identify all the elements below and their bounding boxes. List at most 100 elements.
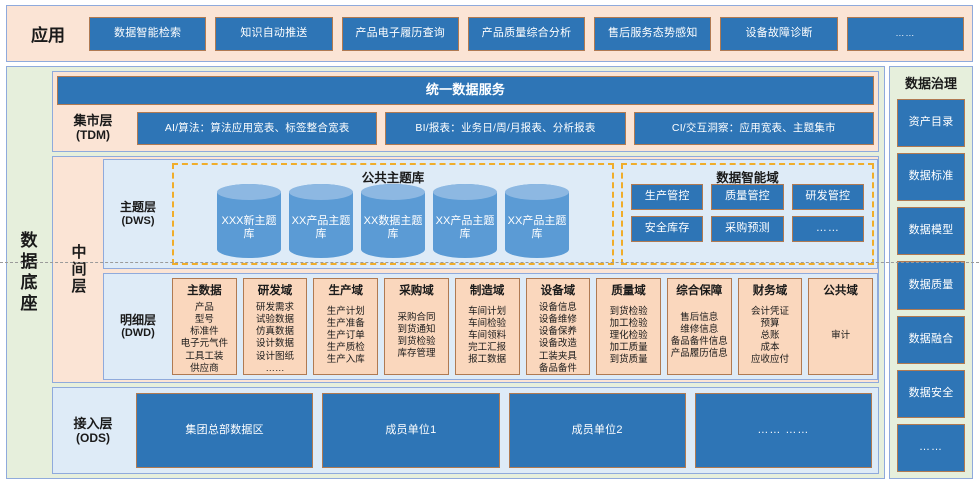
dwd-domain-title: 生产域 xyxy=(328,285,364,297)
dwd-domain-item: 生产质检 xyxy=(326,342,365,354)
dwd-domain-item: 成本 xyxy=(760,342,780,354)
dwd-domain-item: 预算 xyxy=(760,317,780,329)
app-button-2[interactable]: 产品电子履历查询 xyxy=(341,16,459,51)
data-base-body: 统一数据服务 集市层 (TDM) AI/算法：算法应用宽表、标签整合宽表 BI/… xyxy=(47,67,884,478)
intel-item-4[interactable]: 采购预测 xyxy=(711,216,784,242)
dwd-domain-item-list: 车间计划车间检验车间领料完工汇报报工数据 xyxy=(468,302,506,370)
dwd-domain-column[interactable]: 采购域采购合同到货通知到货检验库存管理 xyxy=(384,278,449,375)
dwd-layer-label: 明细层 (DWD) xyxy=(104,274,172,379)
ods-layer-block: 接入层 (ODS) 集团总部数据区 成员单位1 成员单位2 …… …… xyxy=(52,387,879,474)
subject-db-cylinder-2[interactable]: XX数据主题库 xyxy=(361,184,425,258)
intel-item-2[interactable]: 研发管控 xyxy=(791,184,864,210)
ods-layer-label: 接入层 (ODS) xyxy=(59,416,127,446)
dwd-domain-title: 主数据 xyxy=(187,285,222,297)
subject-database-row: XXX新主题库 XX产品主题库 XX数据主题库 XX产品主题库 XX产品主题库 xyxy=(174,184,612,258)
governance-item-data-security[interactable]: 数据安全 xyxy=(897,369,965,418)
dwd-domain-column[interactable]: 制造域车间计划车间检验车间领料完工汇报报工数据 xyxy=(454,278,520,375)
dwd-domain-item: 产品 xyxy=(194,302,214,313)
app-button-more[interactable]: …… xyxy=(846,16,964,51)
subject-db-cylinder-1[interactable]: XX产品主题库 xyxy=(289,184,353,258)
app-button-0[interactable]: 数据智能检索 xyxy=(89,16,207,51)
dwd-layer-label-en: (DWD) xyxy=(121,327,155,340)
tdm-layer-label: 集市层 (TDM) xyxy=(57,113,129,143)
dwd-domain-item-list: 采购合同到货通知到货检验库存管理 xyxy=(397,302,435,370)
ods-source-1[interactable]: 成员单位1 xyxy=(322,393,500,468)
data-intelligence-grid: 生产管控 质量管控 研发管控 安全库存 采购预测 …… xyxy=(623,184,872,242)
dwd-domain-item: 车间计划 xyxy=(468,305,507,317)
dwd-domain-item: …… xyxy=(265,362,285,374)
dwd-layer-label-cn: 明细层 xyxy=(119,312,156,327)
intel-item-3[interactable]: 安全库存 xyxy=(631,216,704,242)
data-intelligence-zone: 数据智能域 生产管控 质量管控 研发管控 安全库存 采购预测 …… xyxy=(621,163,874,265)
governance-item-asset-catalog[interactable]: 资产目录 xyxy=(897,99,965,148)
dwd-domain-item: 备品备件信息 xyxy=(670,336,728,347)
dwd-domain-item: 到货检验 xyxy=(397,336,436,347)
dwd-domain-item: 采购合同 xyxy=(397,311,436,323)
dws-layer-panel: 主题层 (DWS) 公共主题库 XXX新主题库 XX产品主题库 XX数据主题库 xyxy=(103,159,878,269)
app-button-4[interactable]: 售后服务态势感知 xyxy=(594,16,712,51)
dws-layer-label: 主题层 (DWS) xyxy=(104,160,172,268)
dwd-layer-panel: 明细层 (DWD) 主数据产品型号标准件电子元气件工具工装供应商 研发域研发需求试… xyxy=(103,273,878,380)
dwd-domain-column[interactable]: 质量域到货检验加工检验理化检验加工质量到货质量 xyxy=(596,278,661,375)
dwd-domain-item: 生产订单 xyxy=(326,329,365,341)
dwd-domain-item-list: 审计 xyxy=(831,302,850,370)
subject-db-cylinder-0[interactable]: XXX新主题库 xyxy=(217,184,281,258)
subject-db-label-1: XX产品主题库 xyxy=(291,214,351,240)
dwd-domain-item: 生产准备 xyxy=(326,317,365,329)
dwd-domain-item: 会计凭证 xyxy=(750,305,789,317)
intel-item-0[interactable]: 生产管控 xyxy=(631,184,704,210)
governance-item-data-standard[interactable]: 数据标准 xyxy=(897,153,965,202)
dwd-domain-column[interactable]: 公共域审计 xyxy=(808,278,874,375)
dwd-domain-item: 加工检验 xyxy=(609,317,648,329)
dwd-domain-item: 生产入库 xyxy=(326,354,365,366)
dwd-domain-item: 售后信息 xyxy=(680,311,719,323)
dwd-domain-title: 财务域 xyxy=(752,285,788,297)
dwd-domain-item-list: 设备信息设备维修设备保养设备改造工装夹具备品备件 xyxy=(539,302,577,375)
dwd-domain-item: 生产计划 xyxy=(326,305,365,317)
dwd-domain-item-list: 产品型号标准件电子元气件工具工装供应商 xyxy=(181,302,229,375)
tdm-item-bi[interactable]: BI/报表：业务日/周/月报表、分析报表 xyxy=(385,112,626,145)
governance-item-more[interactable]: …… xyxy=(897,423,965,472)
tdm-item-ai[interactable]: AI/算法：算法应用宽表、标签整合宽表 xyxy=(137,112,378,145)
dwd-domain-title: 研发域 xyxy=(257,285,293,297)
dwd-domain-item: 库存管理 xyxy=(397,348,436,360)
app-button-1[interactable]: 知识自动推送 xyxy=(215,16,333,51)
governance-item-data-quality[interactable]: 数据质量 xyxy=(897,261,965,310)
dwd-domain-column[interactable]: 生产域生产计划生产准备生产订单生产质检生产入库 xyxy=(313,278,379,375)
tdm-row: 集市层 (TDM) AI/算法：算法应用宽表、标签整合宽表 BI/报表：业务日/… xyxy=(57,110,874,147)
data-base-frame: 数据底座 统一数据服务 集市层 (TDM) AI/算法：算法应用宽表、标签整合宽… xyxy=(6,66,885,479)
dwd-domain-item: 试验数据 xyxy=(256,314,295,326)
dws-layer-label-cn: 主题层 xyxy=(119,200,156,215)
dwd-domain-title: 制造域 xyxy=(469,285,505,297)
ods-source-more[interactable]: …… …… xyxy=(694,393,872,468)
dwd-domain-title: 综合保障 xyxy=(676,285,723,297)
public-subject-zone: 公共主题库 XXX新主题库 XX产品主题库 XX数据主题库 XX产品主题库 XX… xyxy=(172,163,614,265)
dwd-domain-item: 设备信息 xyxy=(538,302,577,313)
dwd-domain-column[interactable]: 财务域会计凭证预算总账成本应收应付 xyxy=(737,278,803,375)
ods-source-2[interactable]: 成员单位2 xyxy=(508,393,686,468)
subject-db-cylinder-3[interactable]: XX产品主题库 xyxy=(433,184,497,258)
application-layer-bar: 应用 数据智能检索 知识自动推送 产品电子履历查询 产品质量综合分析 售后服务态… xyxy=(6,5,973,62)
ods-source-0[interactable]: 集团总部数据区 xyxy=(136,393,314,468)
tdm-layer-label-cn: 集市层 xyxy=(73,113,113,129)
dwd-domain-column[interactable]: 研发域研发需求试验数据仿真数据设计数据设计图纸…… xyxy=(242,278,308,375)
dwd-domain-title: 设备域 xyxy=(540,285,576,297)
intel-item-more[interactable]: …… xyxy=(791,216,864,242)
governance-item-data-fusion[interactable]: 数据融合 xyxy=(897,315,965,364)
governance-item-data-model[interactable]: 数据模型 xyxy=(897,207,965,256)
dwd-domain-item: 设备改造 xyxy=(538,338,577,350)
intel-item-1[interactable]: 质量管控 xyxy=(711,184,784,210)
data-governance-sidebar: 数据治理 资产目录 数据标准 数据模型 数据质量 数据融合 数据安全 …… xyxy=(889,66,973,479)
dwd-domain-item: 到货通知 xyxy=(397,323,436,335)
dwd-domain-item: 到货检验 xyxy=(609,305,648,317)
subject-db-cylinder-4[interactable]: XX产品主题库 xyxy=(505,184,569,258)
tdm-item-ci[interactable]: CI/交互洞察：应用宽表、主题集市 xyxy=(633,112,874,145)
dwd-domain-column[interactable]: 综合保障售后信息维修信息备品备件信息产品履历信息 xyxy=(666,278,732,375)
dwd-domain-column[interactable]: 设备域设备信息设备维修设备保养设备改造工装夹具备品备件 xyxy=(525,278,591,375)
app-button-3[interactable]: 产品质量综合分析 xyxy=(467,16,586,51)
dwd-domain-item: 研发需求 xyxy=(256,302,295,313)
unified-data-service-bar[interactable]: 统一数据服务 xyxy=(57,76,874,105)
dwd-domain-item: 设计图纸 xyxy=(256,350,295,362)
dwd-domain-column[interactable]: 主数据产品型号标准件电子元气件工具工装供应商 xyxy=(172,278,237,375)
app-button-5[interactable]: 设备故障诊断 xyxy=(720,16,838,51)
